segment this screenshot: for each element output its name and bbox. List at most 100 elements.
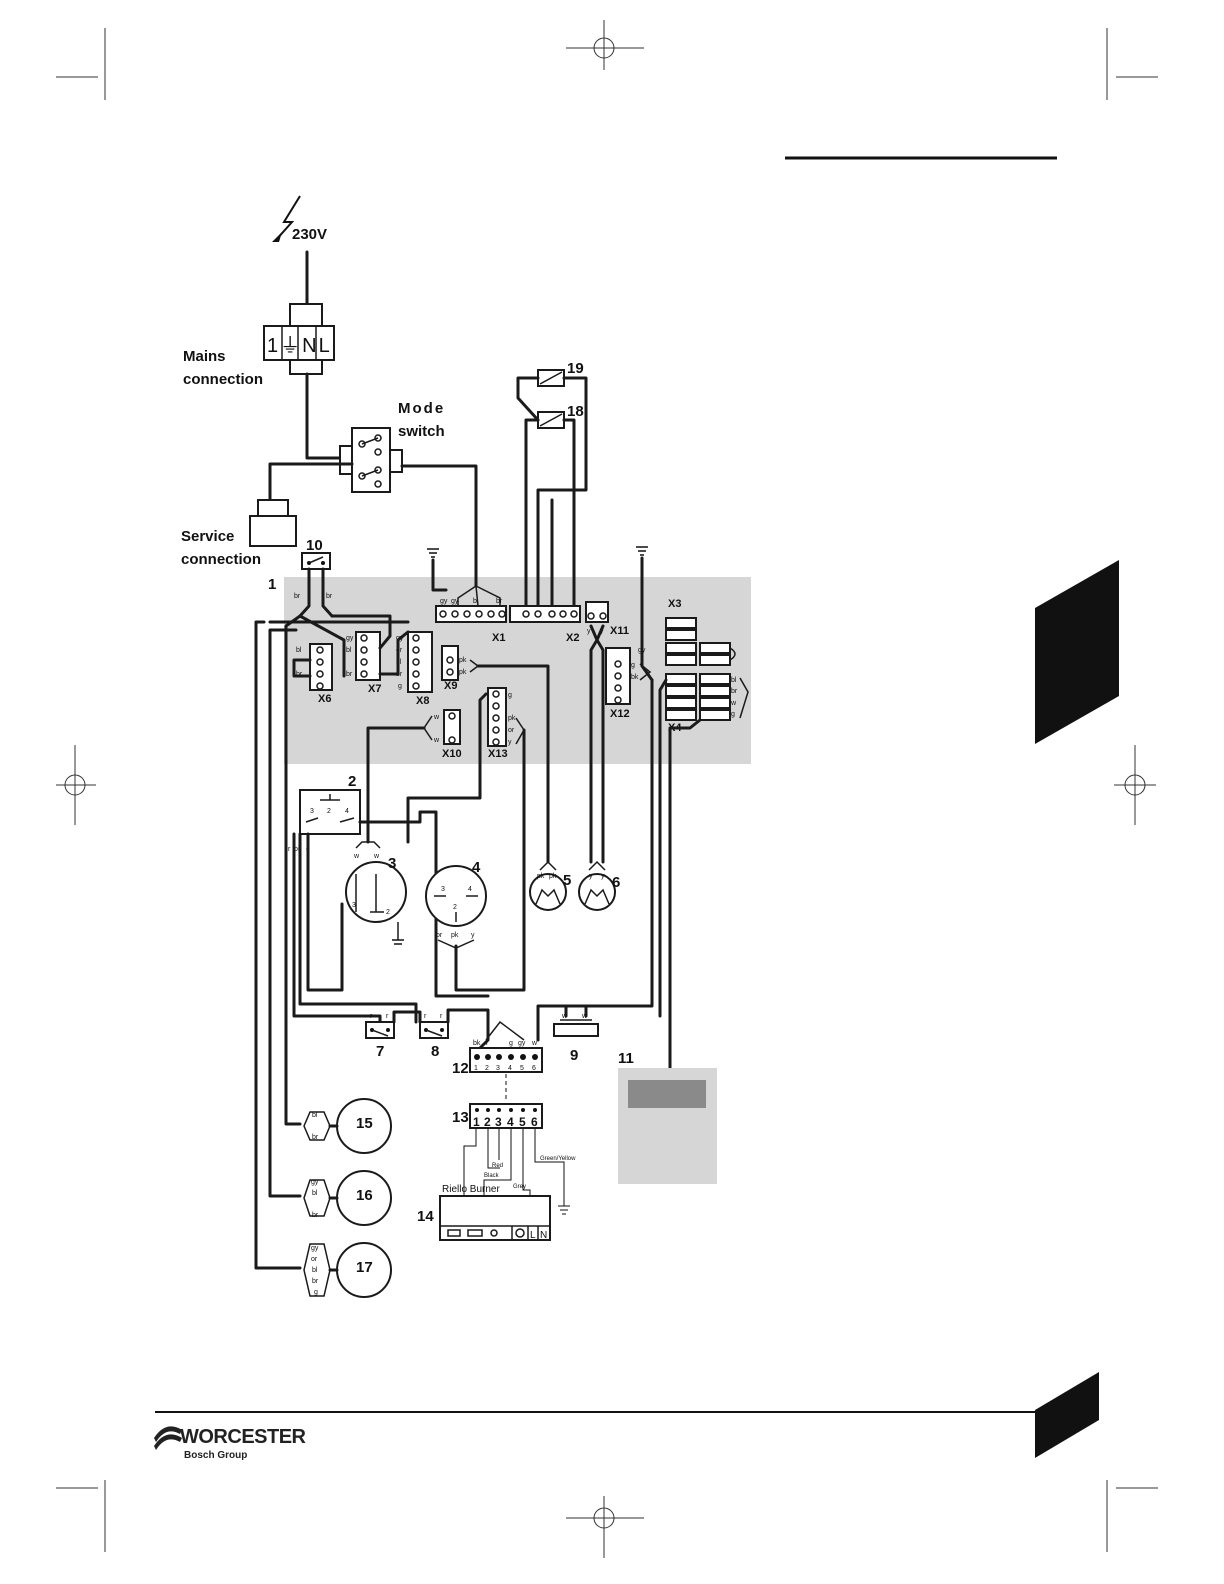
component-4 bbox=[425, 865, 487, 927]
component-11-display bbox=[628, 1080, 706, 1108]
component-2 bbox=[299, 789, 361, 835]
comp4-pin-4: 4 bbox=[468, 886, 472, 893]
x1-bl: bl bbox=[473, 598, 479, 605]
label-7: 7 bbox=[376, 1043, 384, 1060]
supply-voltage: 230V bbox=[292, 226, 327, 243]
x13-g: g bbox=[508, 692, 512, 699]
burner-wiring bbox=[463, 1128, 570, 1224]
comp2-pin-2: 2 bbox=[327, 808, 331, 815]
mode-switch bbox=[339, 427, 403, 493]
comp15-br: br bbox=[312, 1134, 319, 1141]
svg-text:2: 2 bbox=[485, 1065, 489, 1072]
comp3-w-2: w bbox=[373, 853, 380, 860]
svg-text:1: 1 bbox=[473, 1115, 480, 1129]
comp4-pin-2: 2 bbox=[453, 904, 457, 911]
comp12-r: r bbox=[486, 1040, 489, 1047]
x8-br: br bbox=[396, 671, 403, 678]
label-12: 12 bbox=[452, 1060, 469, 1077]
label-x10: X10 bbox=[442, 748, 462, 760]
comp16-gy: gy bbox=[311, 1179, 319, 1186]
component-17 bbox=[303, 1242, 392, 1298]
x10-w-2: w bbox=[433, 737, 440, 744]
x11-y-1: y bbox=[587, 628, 591, 635]
mains-connector: 1⏚NL bbox=[263, 303, 335, 375]
x9-pk-2: pk bbox=[459, 669, 467, 676]
comp3-pin-2: 2 bbox=[386, 909, 390, 916]
comp7-r-1: r bbox=[370, 1013, 373, 1020]
connector-x11 bbox=[585, 601, 609, 623]
service-label-2: connection bbox=[181, 551, 261, 568]
connector-x12 bbox=[605, 647, 631, 705]
brand-group: Bosch Group bbox=[184, 1450, 248, 1461]
x4-bl: bl bbox=[731, 677, 737, 684]
label-1: 1 bbox=[268, 576, 276, 593]
component-19 bbox=[537, 369, 565, 387]
comp4-y: y bbox=[471, 932, 475, 939]
wire-br-1: br bbox=[294, 593, 301, 600]
component-7 bbox=[365, 1021, 395, 1039]
mains-label-1: Mains bbox=[183, 348, 226, 365]
x12-bk: bk bbox=[631, 674, 639, 681]
connector-x7 bbox=[355, 631, 381, 681]
label-x7: X7 bbox=[368, 683, 381, 695]
earth-symbol-x3 bbox=[636, 546, 648, 556]
label-3: 3 bbox=[388, 855, 396, 872]
comp6-y-1: y bbox=[589, 873, 593, 880]
label-4: 4 bbox=[472, 859, 481, 876]
comp3-w-1: w bbox=[353, 853, 360, 860]
component-16 bbox=[303, 1170, 392, 1226]
label-13: 13 bbox=[452, 1109, 469, 1126]
comp12-pins: 1 2 3 4 5 6 bbox=[474, 1065, 536, 1072]
label-x2: X2 bbox=[566, 632, 579, 644]
label-19: 19 bbox=[567, 360, 584, 377]
x3-gy: gy bbox=[638, 647, 646, 654]
burner-wire-grey: Grey bbox=[513, 1184, 526, 1190]
label-x6: X6 bbox=[318, 693, 331, 705]
component-6 bbox=[578, 873, 616, 911]
svg-text:2: 2 bbox=[484, 1115, 491, 1129]
connector-x10 bbox=[443, 709, 461, 745]
component-14 bbox=[439, 1195, 551, 1241]
label-2: 2 bbox=[348, 773, 356, 790]
x1-gy-1: gy bbox=[440, 598, 448, 605]
comp9-w-2: w bbox=[581, 1013, 588, 1020]
svg-text:6: 6 bbox=[531, 1115, 538, 1129]
comp3-pin-3: 3 bbox=[352, 902, 356, 909]
x7-bl: bl bbox=[346, 647, 352, 654]
comp4-pk: pk bbox=[451, 932, 459, 939]
label-x12: X12 bbox=[610, 708, 630, 720]
comp17-gy: gy bbox=[311, 1245, 319, 1252]
comp17-br: br bbox=[312, 1278, 319, 1285]
brand-name: WORCESTER bbox=[180, 1426, 306, 1448]
comp9-w-1: w bbox=[561, 1013, 568, 1020]
page-number-tab bbox=[1035, 1372, 1099, 1458]
svg-text:1: 1 bbox=[474, 1065, 478, 1072]
component-15 bbox=[303, 1098, 392, 1154]
comp17-bl: bl bbox=[312, 1267, 318, 1274]
burner-title: Riello Burner bbox=[442, 1184, 500, 1195]
x6-bl: bl bbox=[296, 647, 302, 654]
component-5 bbox=[529, 873, 567, 911]
burner-terminal-l: L bbox=[530, 1230, 536, 1241]
component-18 bbox=[537, 411, 565, 429]
comp8-r-1: r bbox=[424, 1013, 427, 1020]
connector-x13 bbox=[487, 687, 507, 747]
comp15-bl: bl bbox=[312, 1112, 318, 1119]
crop-marks bbox=[56, 20, 1158, 1558]
comp13-pins: 1 2 3 4 5 6 bbox=[473, 1115, 538, 1129]
x7-br: br bbox=[346, 671, 353, 678]
svg-text:6: 6 bbox=[532, 1065, 536, 1072]
comp8-r-2: r bbox=[440, 1013, 443, 1020]
component-10 bbox=[301, 552, 331, 570]
x4-w: w bbox=[730, 700, 737, 707]
component-3 bbox=[345, 861, 407, 923]
label-6: 6 bbox=[612, 874, 620, 891]
comp2-or: or bbox=[294, 846, 301, 853]
mains-label-2: connection bbox=[183, 371, 263, 388]
comp2-pin-4: 4 bbox=[345, 808, 349, 815]
comp2-r: r bbox=[288, 846, 291, 853]
svg-text:5: 5 bbox=[520, 1065, 524, 1072]
label-x3: X3 bbox=[668, 598, 681, 610]
x4-g: g bbox=[731, 711, 735, 718]
label-9: 9 bbox=[570, 1047, 578, 1064]
